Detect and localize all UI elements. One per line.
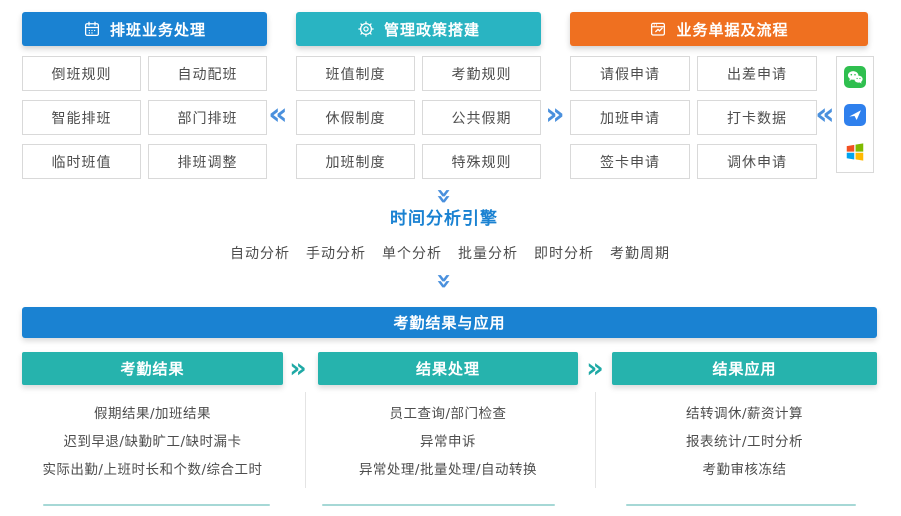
list-item: 员工查询/部门检查 [389, 406, 507, 422]
section-scheduling: 排班业务处理 倒班规则 自动配班 智能排班 部门排班 临时班值 排班调整 [22, 12, 267, 179]
wechat-icon [844, 66, 866, 88]
results-column-header: 考勤结果 [22, 352, 283, 385]
grid-cell: 出差申请 [697, 56, 817, 91]
engine-mode: 即时分析 [534, 246, 594, 262]
grid-cell: 打卡数据 [697, 100, 817, 135]
section-policy: 管理政策搭建 班值制度 考勤规则 休假制度 公共假期 加班制度 特殊规则 [296, 12, 541, 179]
documents-title: 业务单据及流程 [676, 20, 789, 39]
policy-header: 管理政策搭建 [296, 12, 541, 46]
policy-title: 管理政策搭建 [383, 20, 480, 39]
section-documents: 业务单据及流程 请假申请 出差申请 加班申请 打卡数据 签卡申请 调休申请 [570, 12, 868, 179]
list-item: 迟到早退/缺勤旷工/缺时漏卡 [63, 434, 242, 450]
chevron-left-icon: « [815, 97, 835, 132]
form-icon [651, 22, 666, 36]
engine-mode: 考勤周期 [610, 246, 670, 262]
list-item: 假期结果/加班结果 [93, 406, 212, 422]
bottom-separator [43, 504, 270, 506]
windows-icon [846, 143, 864, 161]
documents-header: 业务单据及流程 [570, 12, 868, 46]
engine-mode: 自动分析 [230, 246, 290, 262]
engine-mode: 批量分析 [458, 246, 518, 262]
scheduling-grid: 倒班规则 自动配班 智能排班 部门排班 临时班值 排班调整 [22, 56, 267, 179]
grid-cell: 特殊规则 [422, 144, 541, 179]
results-list: 假期结果/加班结果 迟到早退/缺勤旷工/缺时漏卡 实际出勤/上班时长和个数/综合… [22, 400, 283, 484]
grid-cell: 考勤规则 [422, 56, 541, 91]
scheduling-title: 排班业务处理 [109, 20, 206, 39]
list-item: 考勤审核冻结 [702, 462, 787, 478]
list-item: 异常处理/批量处理/自动转换 [358, 462, 538, 478]
grid-cell: 班值制度 [296, 56, 415, 91]
list-item: 报表统计/工时分析 [685, 434, 804, 450]
results-list: 员工查询/部门检查 异常申诉 异常处理/批量处理/自动转换 [318, 400, 578, 484]
policy-grid: 班值制度 考勤规则 休假制度 公共假期 加班制度 特殊规则 [296, 56, 541, 179]
channel-icons-box [836, 56, 874, 173]
documents-grid: 请假申请 出差申请 加班申请 打卡数据 签卡申请 调休申请 [570, 56, 817, 179]
bottom-separator [322, 504, 555, 506]
calendar-icon [84, 21, 99, 37]
chevron-right-icon: » [545, 97, 565, 132]
gear-icon [358, 21, 374, 37]
column-divider [595, 392, 596, 488]
grid-cell: 公共假期 [422, 100, 541, 135]
grid-cell: 加班申请 [570, 100, 690, 135]
engine-mode: 单个分析 [382, 246, 442, 262]
results-column-header: 结果处理 [318, 352, 578, 385]
results-banner: 考勤结果与应用 [22, 307, 877, 338]
grid-cell: 倒班规则 [22, 56, 141, 91]
list-item: 异常申诉 [420, 434, 476, 450]
grid-cell: 自动配班 [148, 56, 267, 91]
grid-cell: 临时班值 [22, 144, 141, 179]
grid-cell: 智能排班 [22, 100, 141, 135]
grid-cell: 调休申请 [697, 144, 817, 179]
grid-cell: 请假申请 [570, 56, 690, 91]
column-divider [305, 392, 306, 488]
grid-cell: 加班制度 [296, 144, 415, 179]
engine-title: 时间分析引擎 [390, 209, 498, 229]
grid-cell: 部门排班 [148, 100, 267, 135]
scheduling-header: 排班业务处理 [22, 12, 267, 46]
grid-cell: 排班调整 [148, 144, 267, 179]
bottom-separator [626, 504, 856, 506]
chevron-right-icon: » [289, 353, 307, 384]
messenger-app-icon [844, 103, 866, 126]
chevron-left-icon: « [268, 97, 288, 132]
list-item: 结转调休/薪资计算 [685, 406, 804, 422]
engine-mode: 手动分析 [306, 246, 366, 262]
grid-cell: 签卡申请 [570, 144, 690, 179]
engine-modes-row: 自动分析 手动分析 单个分析 批量分析 即时分析 考勤周期 [230, 243, 669, 263]
grid-cell: 休假制度 [296, 100, 415, 135]
results-column-header: 结果应用 [612, 352, 877, 385]
list-item: 实际出勤/上班时长和个数/综合工时 [42, 462, 263, 478]
chevron-right-icon: » [586, 353, 604, 384]
results-list: 结转调休/薪资计算 报表统计/工时分析 考勤审核冻结 [612, 400, 877, 484]
chevron-down-icon: » [429, 272, 459, 290]
